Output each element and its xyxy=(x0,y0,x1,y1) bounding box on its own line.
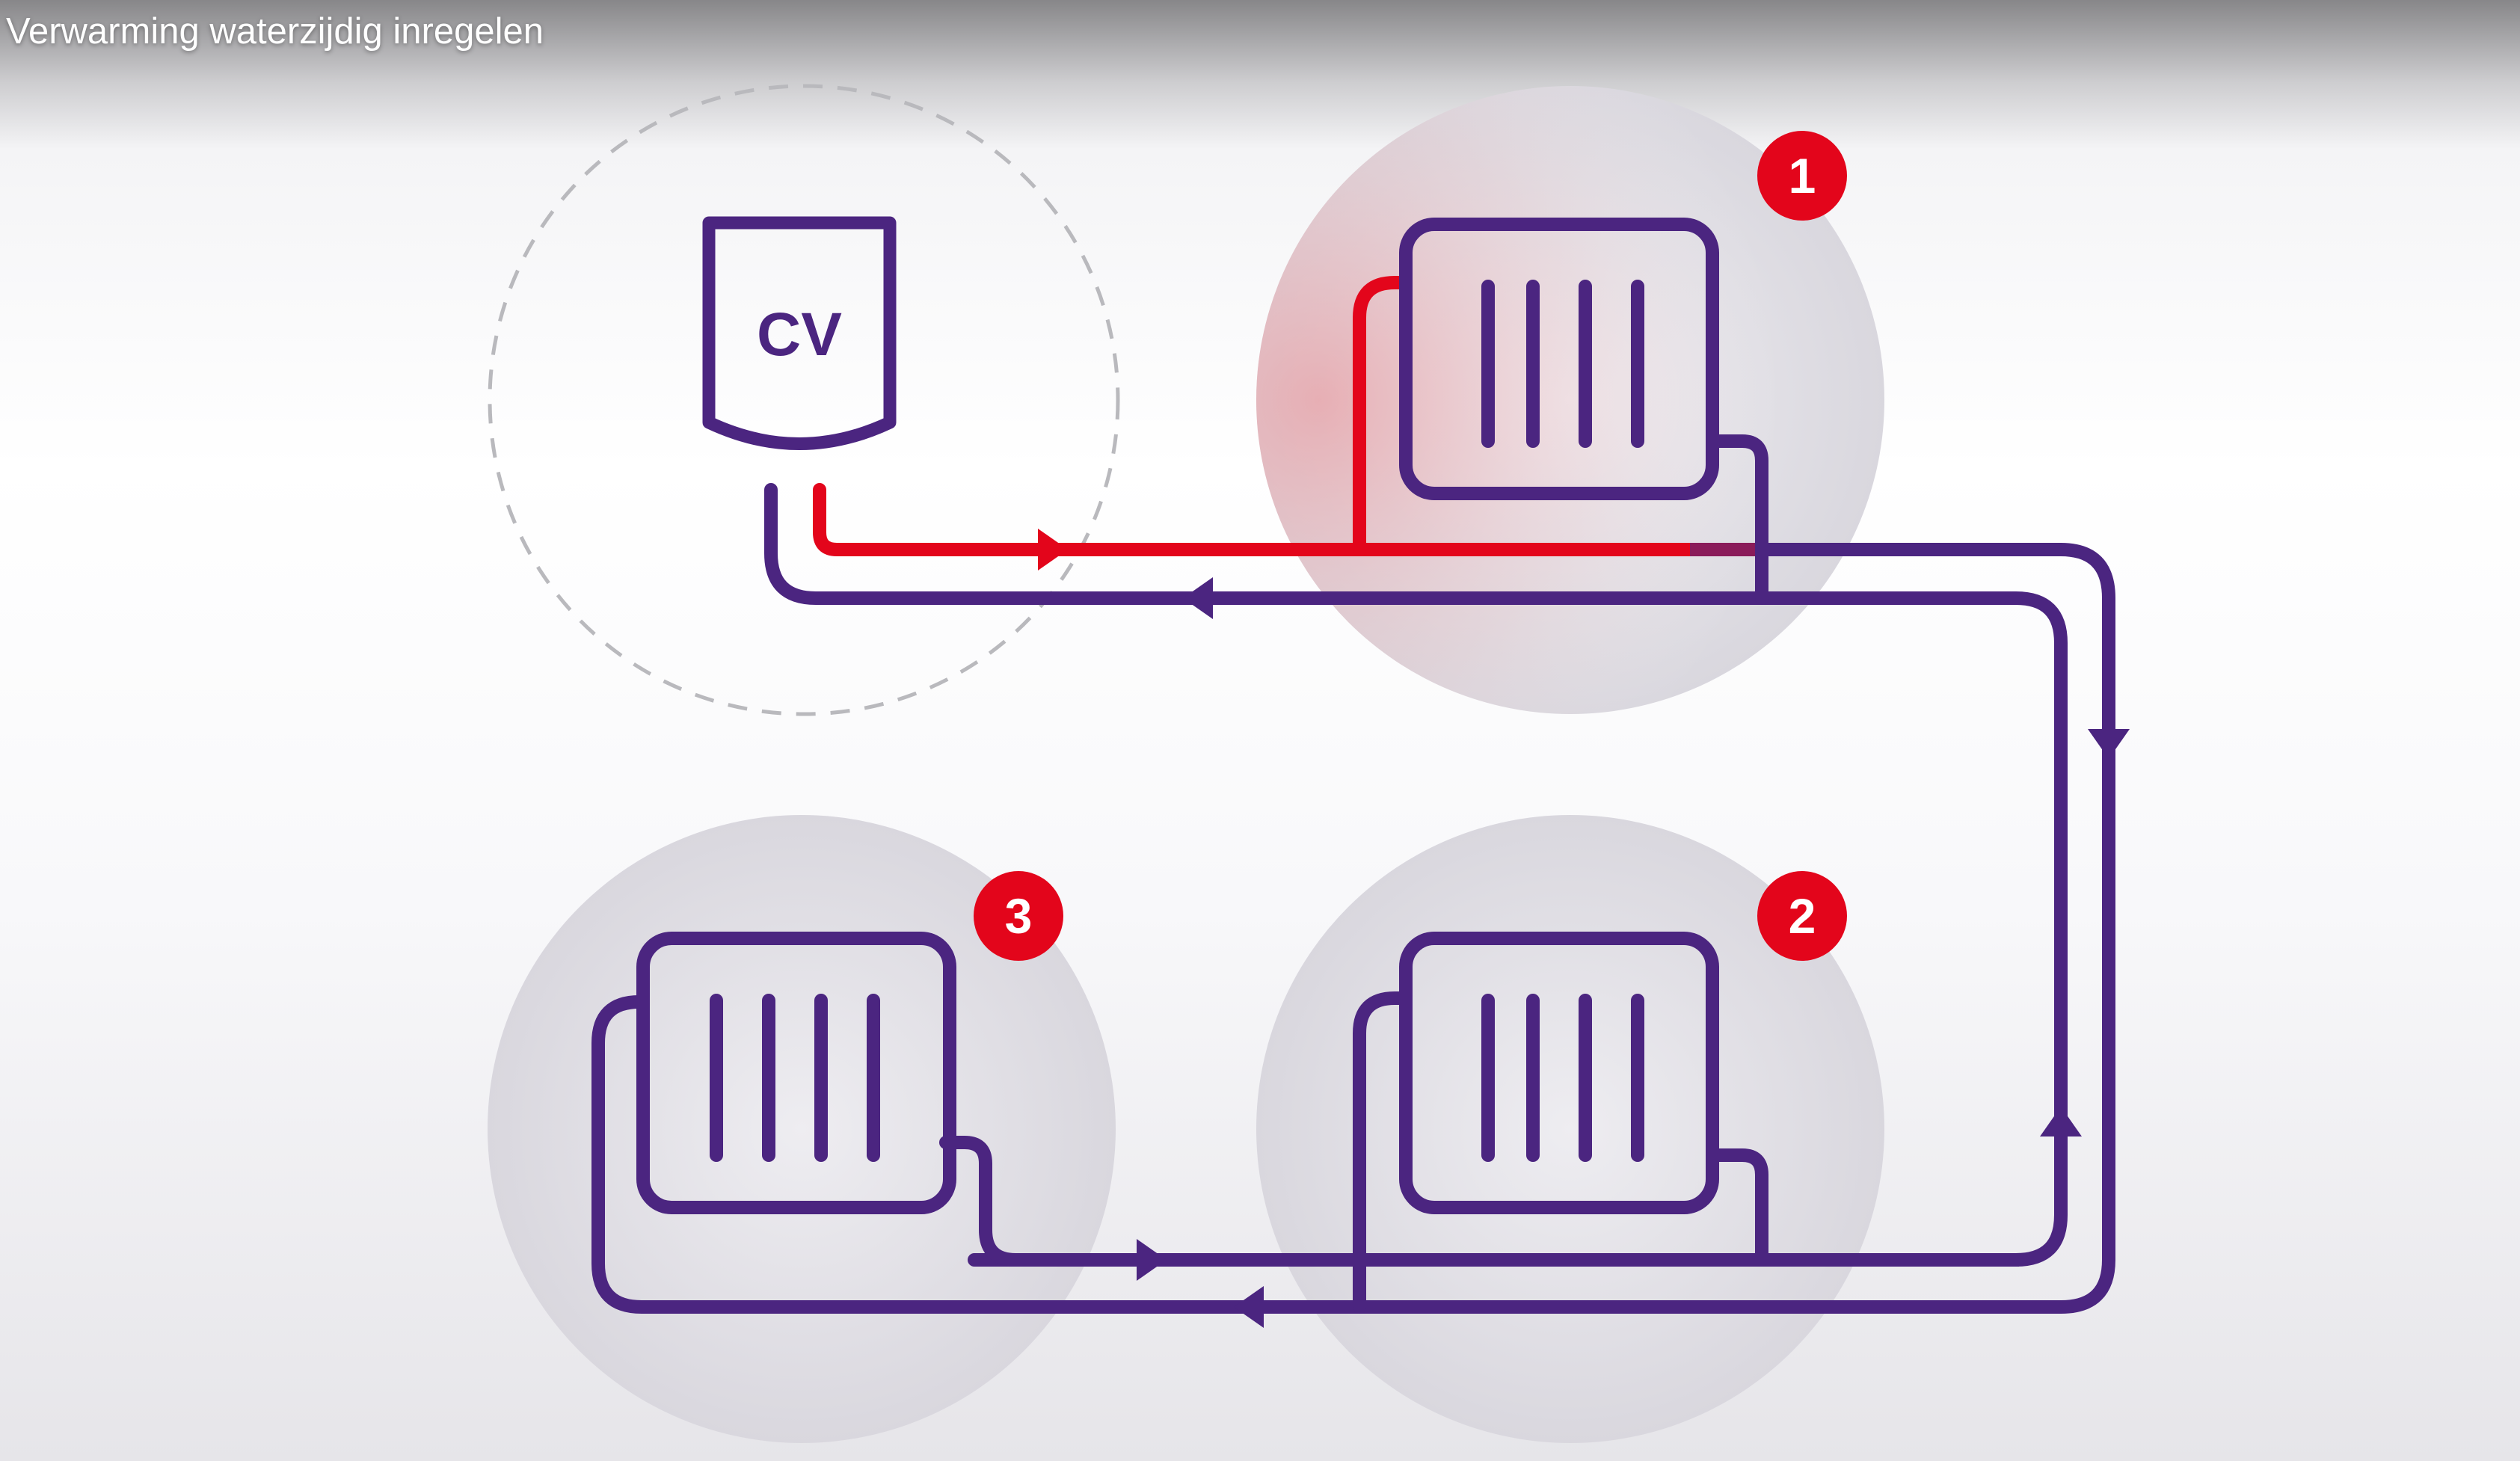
radiator-2 xyxy=(1399,932,1719,1214)
badge-1: 1 xyxy=(1757,131,1847,221)
flow-arrow-up xyxy=(2040,1107,2082,1136)
pipe-supply-2 xyxy=(1353,991,1413,1314)
badge-2-number: 2 xyxy=(1789,888,1816,944)
pipe-hot-branch-1 xyxy=(1353,276,1413,556)
radiator-1 xyxy=(1399,218,1719,500)
flow-arrow-lower-right xyxy=(1137,1239,1167,1281)
pipe-return-loop xyxy=(764,483,2068,1267)
badge-3: 3 xyxy=(974,871,1063,961)
boiler-icon xyxy=(702,216,897,450)
pipe-return-3 xyxy=(939,1136,1151,1267)
flow-arrow-hot-right xyxy=(1038,529,1068,570)
pipe-return-2 xyxy=(1706,1148,1768,1267)
flow-arrow-down xyxy=(2088,729,2130,759)
video-title-bar: Verwarming waterzijdig inregelen xyxy=(0,0,2520,150)
badge-1-number: 1 xyxy=(1789,148,1816,203)
pipe-return-1 xyxy=(1706,434,1768,605)
radiator-3 xyxy=(636,932,956,1214)
badge-2: 2 xyxy=(1757,871,1847,961)
boiler-dashed-circle xyxy=(488,84,1120,716)
pipe-outer-loop xyxy=(591,543,2115,1314)
room-circle-2 xyxy=(1256,815,1884,1443)
video-title: Verwarming waterzijdig inregelen xyxy=(6,11,544,52)
pipe-hot-supply xyxy=(813,483,1697,556)
badge-3-number: 3 xyxy=(1005,888,1033,944)
flow-arrow-lower-left xyxy=(1234,1286,1264,1328)
flow-arrow-return-left xyxy=(1183,577,1213,619)
boiler-label: CV xyxy=(757,301,842,369)
